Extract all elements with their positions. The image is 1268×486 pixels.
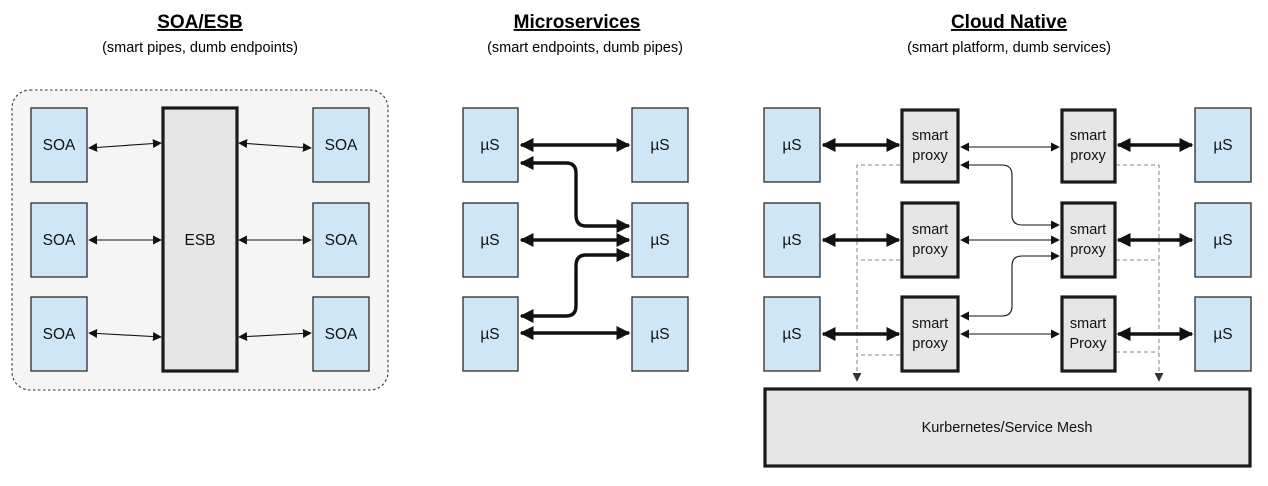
esb-label: ESB xyxy=(184,232,215,249)
soa-box-left-1 xyxy=(30,107,88,183)
cloud-service-label: µS xyxy=(782,232,801,249)
soa-esb-connector xyxy=(238,139,312,152)
soa-esb-connector xyxy=(238,328,312,342)
smart-proxy-label: smart xyxy=(1070,316,1106,332)
smart-proxy-label: proxy xyxy=(912,336,948,352)
smart-proxy-label: proxy xyxy=(1070,148,1106,164)
soa-label: SOA xyxy=(43,232,76,249)
cloud-native-subtitle: (smart platform, dumb services) xyxy=(907,40,1111,56)
soa-esb-connector xyxy=(88,139,162,152)
soa-box-right-1 xyxy=(312,107,370,183)
proxy-platform-link xyxy=(852,164,900,382)
soa-label: SOA xyxy=(325,326,358,343)
microservice-label: µS xyxy=(650,232,669,249)
proxy-proxy-curved-connector xyxy=(960,160,1060,230)
cloud-native-title: Cloud Native xyxy=(951,12,1067,33)
microservice-box-right-1 xyxy=(631,107,689,183)
soa-esb-connector xyxy=(88,328,162,342)
proxy-platform-link xyxy=(1116,164,1164,382)
smart-proxy-label: proxy xyxy=(912,242,948,258)
microservices-subtitle: (smart endpoints, dumb pipes) xyxy=(487,40,683,56)
smart-proxy-label: Proxy xyxy=(1069,336,1107,352)
microservice-label: µS xyxy=(480,326,499,343)
smart-proxy-label: smart xyxy=(1070,222,1106,238)
cloud-service-box-right-2 xyxy=(1194,202,1252,278)
microservice-curved-connector xyxy=(519,248,631,323)
microservice-curved-connector xyxy=(519,156,631,233)
smart-proxy-right-2 xyxy=(1060,201,1117,279)
soa-label: SOA xyxy=(43,326,76,343)
soa-label: SOA xyxy=(43,137,76,154)
proxy-proxy-curved-connector xyxy=(960,251,1060,321)
smart-proxy-left-2 xyxy=(900,201,960,279)
soa-esb-section: SOA/ESB (smart pipes, dumb endpoints) SO… xyxy=(11,12,389,391)
kubernetes-service-mesh-label: Kurbernetes/Service Mesh xyxy=(922,420,1093,436)
smart-proxy-label: smart xyxy=(912,128,948,144)
microservice-label: µS xyxy=(480,232,499,249)
soa-box-left-3 xyxy=(30,296,88,372)
cloud-service-box-right-1 xyxy=(1194,107,1252,183)
cloud-service-label: µS xyxy=(1213,232,1232,249)
smart-proxy-right-3 xyxy=(1060,295,1117,373)
smart-proxy-label: proxy xyxy=(1070,242,1106,258)
cloud-service-box-right-3 xyxy=(1194,296,1252,372)
cloud-service-label: µS xyxy=(782,326,801,343)
cloud-service-label: µS xyxy=(1213,326,1232,343)
microservice-label: µS xyxy=(480,137,499,154)
microservice-box-right-3 xyxy=(631,296,689,372)
soa-label: SOA xyxy=(325,232,358,249)
soa-esb-subtitle: (smart pipes, dumb endpoints) xyxy=(102,40,298,56)
cloud-service-box-left-3 xyxy=(763,296,821,372)
soa-esb-title: SOA/ESB xyxy=(157,12,243,33)
cloud-service-box-left-1 xyxy=(763,107,821,183)
smart-proxy-right-1 xyxy=(1060,108,1117,184)
soa-box-right-2 xyxy=(312,202,370,278)
kubernetes-service-mesh-box xyxy=(763,387,1252,468)
soa-box-right-2 xyxy=(312,296,370,372)
microservices-section: Microservices (smart endpoints, dumb pip… xyxy=(462,12,689,372)
esb-box xyxy=(161,106,239,373)
cloud-service-label: µS xyxy=(1213,137,1232,154)
smart-proxy-left-3 xyxy=(900,295,960,373)
soa-box-left-2 xyxy=(30,202,88,278)
smart-proxy-label: smart xyxy=(912,222,948,238)
cloud-service-box-left-2 xyxy=(763,202,821,278)
soa-label: SOA xyxy=(325,137,358,154)
cloud-native-section: Cloud Native (smart platform, dumb servi… xyxy=(763,12,1252,468)
microservice-label: µS xyxy=(650,326,669,343)
smart-proxy-label: smart xyxy=(912,316,948,332)
microservice-box-left-3 xyxy=(462,296,519,372)
cloud-service-label: µS xyxy=(782,137,801,154)
microservice-box-left-2 xyxy=(462,202,519,278)
smart-proxy-left-1 xyxy=(900,108,960,184)
smart-proxy-label: smart xyxy=(1070,128,1106,144)
microservice-label: µS xyxy=(650,137,669,154)
microservice-box-left-1 xyxy=(462,107,519,183)
microservice-box-right-2 xyxy=(631,202,689,278)
microservices-title: Microservices xyxy=(514,12,641,33)
smart-proxy-label: proxy xyxy=(912,148,948,164)
